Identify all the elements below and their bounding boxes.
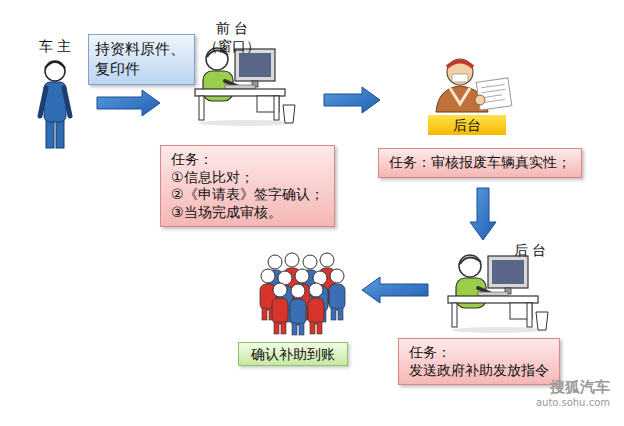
node-text: ①信息比对； bbox=[171, 169, 324, 187]
reviewer-figure bbox=[436, 59, 512, 112]
node-text: ③当场完成审核。 bbox=[171, 204, 324, 222]
node-text: 后 台 bbox=[514, 242, 552, 260]
node-text: 车 主 bbox=[39, 38, 97, 56]
watermark-text: auto.sohu.com bbox=[536, 397, 610, 408]
actor-front-desk: 前 台（窗口） bbox=[160, 18, 324, 128]
task-box: 任务：审核报废车辆真实性； bbox=[378, 148, 582, 178]
tag-label: 确认补助到账 bbox=[238, 342, 348, 366]
front-desk-figure bbox=[195, 48, 295, 126]
actor-owner: 车 主 bbox=[25, 35, 97, 150]
watermark-text: 搜狐汽车 bbox=[536, 378, 610, 397]
node-text: 发送政府补助发放指令 bbox=[409, 362, 549, 380]
node-text: ②《申请表》签字确认； bbox=[171, 186, 324, 204]
back-office-figure bbox=[448, 255, 548, 333]
node-text: （窗口） bbox=[204, 38, 324, 56]
actor-crowd: 确认补助到账 bbox=[236, 248, 362, 370]
document-box: 持资料原件、复印件 bbox=[88, 34, 195, 85]
node-text: 任务： bbox=[171, 151, 324, 169]
flow-arrow bbox=[362, 277, 428, 303]
task-box: 任务：发送政府补助发放指令 bbox=[398, 338, 560, 385]
node-text: 任务：审核报废车辆真实性； bbox=[389, 154, 571, 172]
actor-back-office: 后 台 bbox=[428, 240, 552, 335]
node-text: 持资料原件、复印件 bbox=[95, 40, 188, 79]
node-text: 任务： bbox=[409, 344, 549, 362]
flow-arrow bbox=[470, 188, 496, 240]
flow-arrow bbox=[97, 90, 160, 116]
task-box: 任务：①信息比对；②《申请表》签字确认；③当场完成审核。 bbox=[160, 145, 335, 227]
tag-label: 后台 bbox=[428, 115, 506, 135]
crowd-figure bbox=[260, 253, 345, 335]
flow-arrow bbox=[324, 87, 380, 113]
watermark: 搜狐汽车auto.sohu.com bbox=[536, 378, 610, 408]
car-owner-figure bbox=[40, 61, 70, 148]
node-text: 前 台 bbox=[216, 20, 324, 38]
